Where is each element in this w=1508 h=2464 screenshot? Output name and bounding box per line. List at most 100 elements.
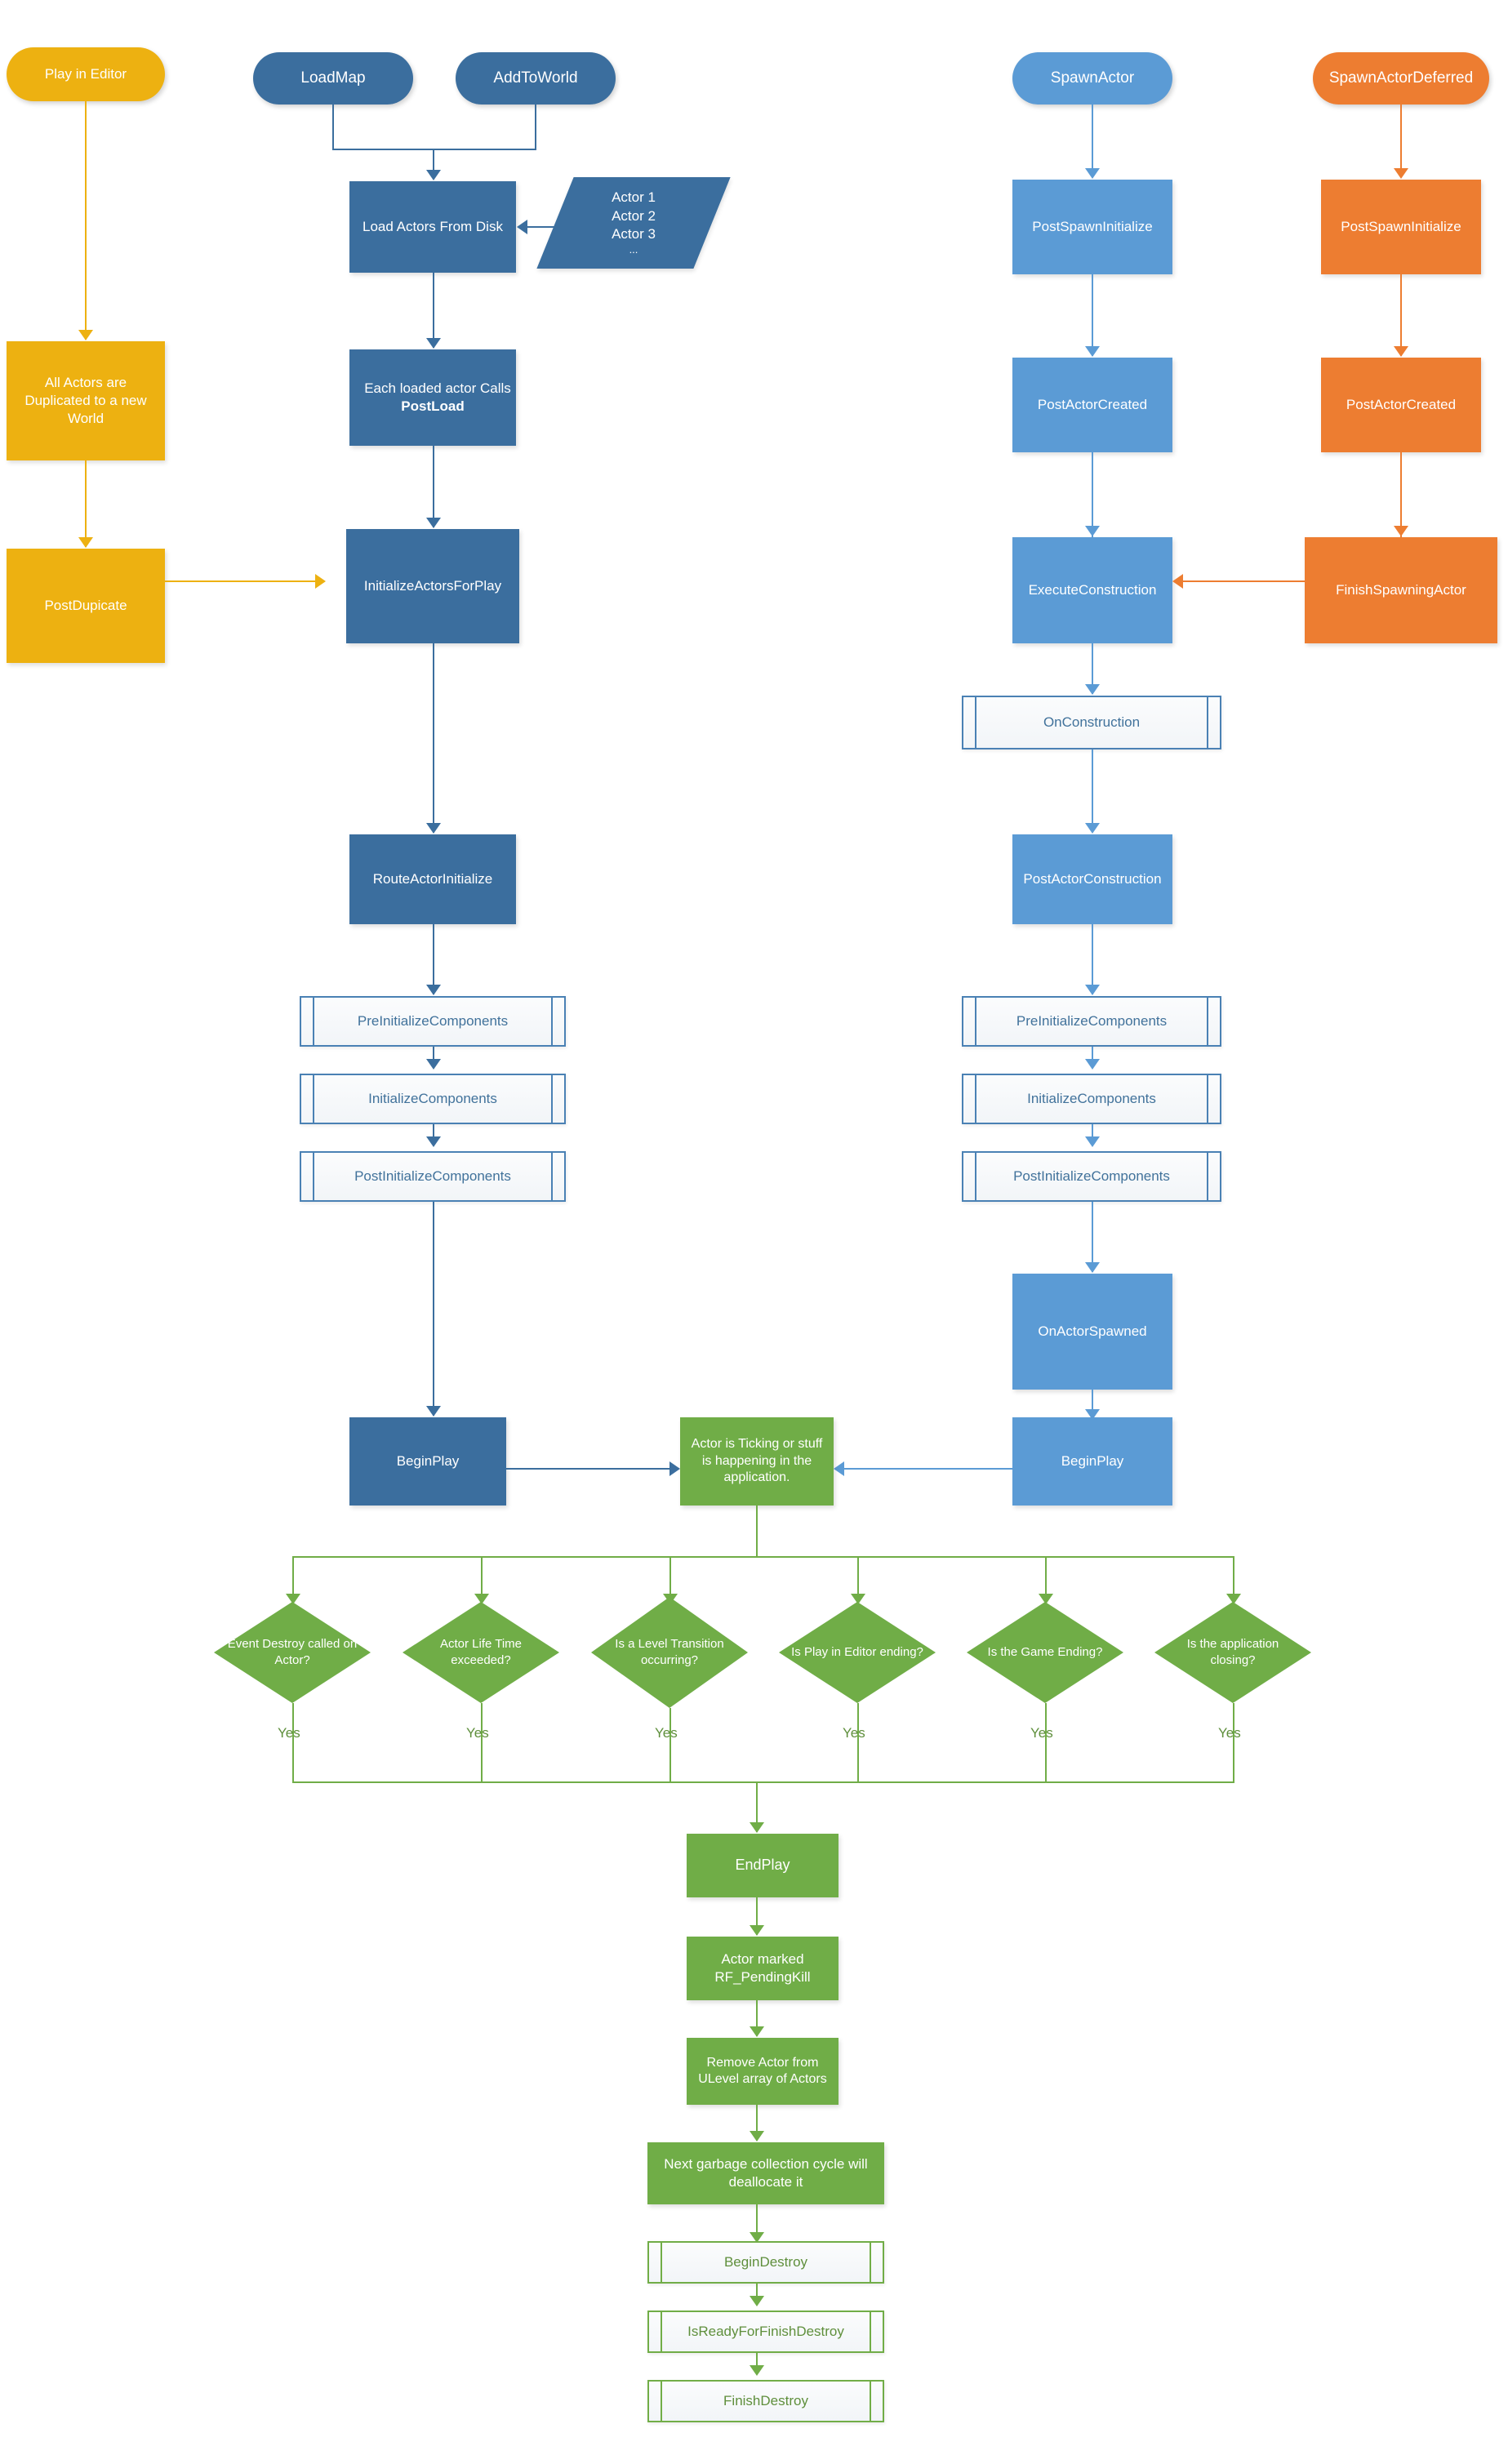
arrowhead-down bbox=[851, 1594, 865, 1604]
arrowhead-down bbox=[426, 338, 441, 349]
node-deferred-post-actor-created[interactable]: PostActorCreated bbox=[1321, 358, 1481, 452]
arrowhead-down bbox=[426, 170, 441, 180]
arrowhead-down bbox=[286, 1594, 300, 1604]
node-spawn-actor[interactable]: SpawnActor bbox=[1012, 52, 1172, 105]
node-finish-spawning-actor[interactable]: FinishSpawningActor bbox=[1305, 537, 1497, 643]
connector-bus-drop-2 bbox=[481, 1556, 483, 1603]
arrowhead-left bbox=[1172, 574, 1183, 589]
connector-init-to-postinit bbox=[433, 1124, 434, 1144]
arrowhead-down bbox=[1085, 168, 1100, 179]
arrowhead-down bbox=[1085, 985, 1100, 995]
node-loadmap[interactable]: LoadMap bbox=[253, 52, 413, 105]
connector-join-down bbox=[433, 149, 434, 176]
connector-yes-5 bbox=[1045, 1703, 1047, 1783]
arrowhead-down bbox=[1085, 1059, 1100, 1070]
connector-endplay-to-pendingkill bbox=[756, 1897, 758, 1935]
node-on-construction[interactable]: OnConstruction bbox=[962, 696, 1221, 749]
node-all-actors-duplicated[interactable]: All Actors are Duplicated to a new World bbox=[7, 341, 165, 460]
connector-loadmap-down bbox=[332, 105, 334, 150]
node-on-actor-spawned[interactable]: OnActorSpawned bbox=[1012, 1274, 1172, 1390]
node-actor-is-ticking[interactable]: Actor is Ticking or stuff is happening i… bbox=[680, 1417, 834, 1506]
node-end-play[interactable]: EndPlay bbox=[687, 1834, 839, 1897]
node-spawn-actor-deferred[interactable]: SpawnActorDeferred bbox=[1313, 52, 1489, 105]
branch-label-yes-2: Yes bbox=[466, 1725, 489, 1741]
arrowhead-down bbox=[78, 330, 93, 340]
arrowhead-down bbox=[1394, 168, 1408, 179]
node-post-actor-construction[interactable]: PostActorConstruction bbox=[1012, 834, 1172, 924]
connector-ticking-down bbox=[756, 1506, 758, 1558]
node-addtoworld[interactable]: AddToWorld bbox=[456, 52, 616, 105]
connector-decision-bus bbox=[292, 1556, 1233, 1558]
decision-play-in-editor-ending[interactable]: Is Play in Editor ending? bbox=[779, 1602, 936, 1703]
arrowhead-left bbox=[834, 1461, 844, 1476]
connector-executeconstruction-to-onconstruction bbox=[1092, 643, 1093, 694]
connector-actorlist-to-loadactors bbox=[527, 226, 588, 228]
node-finish-destroy[interactable]: FinishDestroy bbox=[647, 2380, 884, 2422]
arrowhead-down bbox=[1226, 1594, 1241, 1604]
arrowhead-down bbox=[426, 985, 441, 995]
connector-isready-to-finishdestroy bbox=[756, 2353, 758, 2374]
arrowhead-right bbox=[315, 574, 326, 589]
decision-level-transition[interactable]: Is a Level Transition occurring? bbox=[591, 1597, 748, 1708]
arrowhead-down bbox=[78, 537, 93, 548]
connector-join-horizontal bbox=[332, 149, 536, 150]
connector-remove-to-gc bbox=[756, 2105, 758, 2141]
connector-onconstruction-to-postactorconstruction bbox=[1092, 749, 1093, 831]
connector-gc-to-begindestroy bbox=[756, 2204, 758, 2242]
connector-loadactors-to-postload bbox=[433, 273, 434, 348]
arrowhead-down bbox=[750, 2131, 764, 2142]
node-post-duplicate[interactable]: PostDupicate bbox=[7, 549, 165, 663]
connector-postactorcreated-to-executeconstruction bbox=[1092, 452, 1093, 537]
arrowhead-down bbox=[1085, 1262, 1100, 1273]
node-each-loaded-actor-postload[interactable]: Each loaded actor Calls PostLoad bbox=[349, 349, 516, 446]
node-execute-construction[interactable]: ExecuteConstruction bbox=[1012, 537, 1172, 643]
arrowhead-down bbox=[1085, 684, 1100, 695]
connector-postactorconstruction-to-preinit bbox=[1092, 924, 1093, 994]
branch-label-yes-5: Yes bbox=[1030, 1725, 1053, 1741]
connector-postduplicate-to-initializeactors bbox=[165, 580, 315, 582]
node-initialize-actors-for-play[interactable]: InitializeActorsForPlay bbox=[346, 529, 519, 643]
arrowhead-right bbox=[669, 1461, 680, 1476]
node-spawn-post-spawn-initialize[interactable]: PostSpawnInitialize bbox=[1012, 180, 1172, 274]
node-left-post-initialize-components[interactable]: PostInitializeComponents bbox=[300, 1151, 566, 1202]
decision-game-ending[interactable]: Is the Game Ending? bbox=[967, 1602, 1123, 1703]
node-right-begin-play[interactable]: BeginPlay bbox=[1012, 1417, 1172, 1506]
node-right-initialize-components[interactable]: InitializeComponents bbox=[962, 1074, 1221, 1124]
node-actor-marked-pendingkill[interactable]: Actor marked RF_PendingKill bbox=[687, 1937, 839, 2000]
connector-initializeactors-to-routeactor bbox=[433, 643, 434, 833]
node-right-pre-initialize-components[interactable]: PreInitializeComponents bbox=[962, 996, 1221, 1047]
connector-deferred-to-postspawn bbox=[1400, 105, 1402, 173]
arrowhead-down bbox=[1085, 1409, 1100, 1420]
node-left-pre-initialize-components[interactable]: PreInitializeComponents bbox=[300, 996, 566, 1047]
branch-label-yes-4: Yes bbox=[843, 1725, 865, 1741]
node-play-in-editor[interactable]: Play in Editor bbox=[7, 47, 165, 101]
node-is-ready-for-finish-destroy[interactable]: IsReadyForFinishDestroy bbox=[647, 2311, 884, 2353]
arrowhead-down bbox=[426, 823, 441, 834]
branch-label-yes-3: Yes bbox=[655, 1725, 678, 1741]
decision-actor-life-time[interactable]: Actor Life Time exceeded? bbox=[403, 1602, 559, 1703]
connector-postinit-to-onactorspawned bbox=[1092, 1202, 1093, 1272]
node-deferred-post-spawn-initialize[interactable]: PostSpawnInitialize bbox=[1321, 180, 1481, 274]
arrowhead-down bbox=[426, 1406, 441, 1417]
arrowhead-down bbox=[1039, 1594, 1053, 1604]
arrowhead-down bbox=[474, 1594, 489, 1604]
node-begin-destroy[interactable]: BeginDestroy bbox=[647, 2241, 884, 2284]
arrowhead-down bbox=[750, 2296, 764, 2306]
node-remove-actor-from-ulevel[interactable]: Remove Actor from ULevel array of Actors bbox=[687, 2038, 839, 2105]
node-right-post-initialize-components[interactable]: PostInitializeComponents bbox=[962, 1151, 1221, 1202]
node-garbage-collection[interactable]: Next garbage collection cycle will deall… bbox=[647, 2142, 884, 2204]
arrowhead-down bbox=[750, 2026, 764, 2037]
node-actor-list-data[interactable]: Actor 1 Actor 2 Actor 3 ... bbox=[536, 177, 731, 269]
node-load-actors-from-disk[interactable]: Load Actors From Disk bbox=[349, 181, 516, 273]
node-left-initialize-components[interactable]: InitializeComponents bbox=[300, 1074, 566, 1124]
node-route-actor-initialize[interactable]: RouteActorInitialize bbox=[349, 834, 516, 924]
connector-postinit-to-beginplay bbox=[433, 1202, 434, 1416]
node-left-begin-play[interactable]: BeginPlay bbox=[349, 1417, 506, 1506]
connector-spawnactor-to-postspawn bbox=[1092, 105, 1093, 173]
decision-application-closing[interactable]: Is the application closing? bbox=[1154, 1602, 1311, 1703]
connector-leftbeginplay-to-ticking bbox=[506, 1468, 669, 1470]
connector-bus-drop-1 bbox=[292, 1556, 294, 1603]
node-spawn-post-actor-created[interactable]: PostActorCreated bbox=[1012, 358, 1172, 452]
connector-duplicate-to-postduplicate bbox=[85, 460, 87, 547]
decision-event-destroy[interactable]: Event Destroy called on Actor? bbox=[214, 1602, 371, 1703]
